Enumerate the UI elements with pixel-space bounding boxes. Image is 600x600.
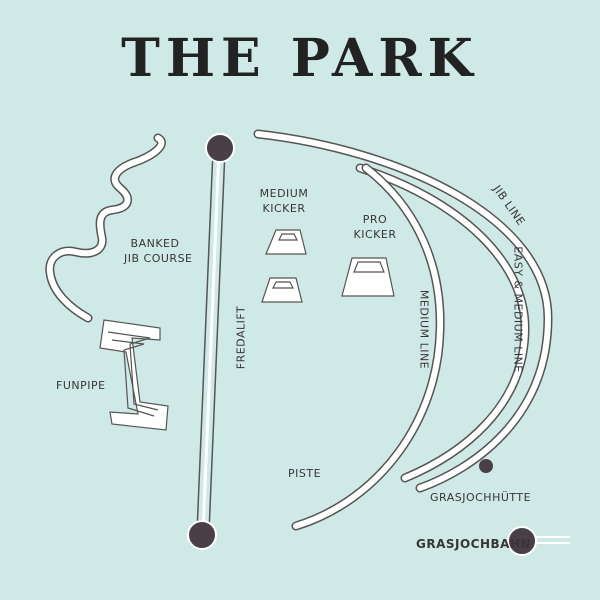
medium-kicker-label-line2: KICKER <box>262 202 306 215</box>
funpipe-feature <box>99 319 169 431</box>
fredalift-line <box>196 149 226 533</box>
banked-jib-course-trail <box>45 133 166 323</box>
medium-kicker-label-line1: MEDIUM <box>259 187 309 200</box>
medium-kicker-label: MEDIUM KICKER <box>256 186 312 216</box>
grasjochbahn-station <box>507 526 537 556</box>
medium-line-label: MEDIUM LINE <box>417 289 431 370</box>
grasjochbahn-label: GRASJOCHBAHN <box>416 537 532 551</box>
pro-kicker-label-line1: PRO <box>362 213 388 226</box>
grasjochhuette-point <box>479 459 493 473</box>
fredalift-top-station <box>205 133 235 163</box>
easy-medium-line-label: EASY & MEDIUM LINE <box>511 246 525 373</box>
pro-kicker-label-line2: KICKER <box>353 228 397 241</box>
banked-jib-course-label-line2: JIB COURSE <box>124 252 193 265</box>
banked-jib-course-label: BANKED JIB COURSE <box>124 236 193 266</box>
medium-kicker-bottom <box>261 277 303 303</box>
fredalift-label: FREDALIFT <box>234 305 248 370</box>
pro-kicker <box>341 257 395 297</box>
medium-kicker-top <box>265 229 307 255</box>
map-title: THE PARK <box>121 28 479 89</box>
funpipe-label: FUNPIPE <box>56 379 106 392</box>
piste-label: PISTE <box>288 467 322 480</box>
banked-jib-course-label-line1: BANKED <box>130 237 180 250</box>
fredalift-bottom-station <box>187 520 217 550</box>
grasjochhuette-label: GRASJOCHHÜTTE <box>430 491 532 504</box>
pro-kicker-label: PRO KICKER <box>350 212 400 242</box>
